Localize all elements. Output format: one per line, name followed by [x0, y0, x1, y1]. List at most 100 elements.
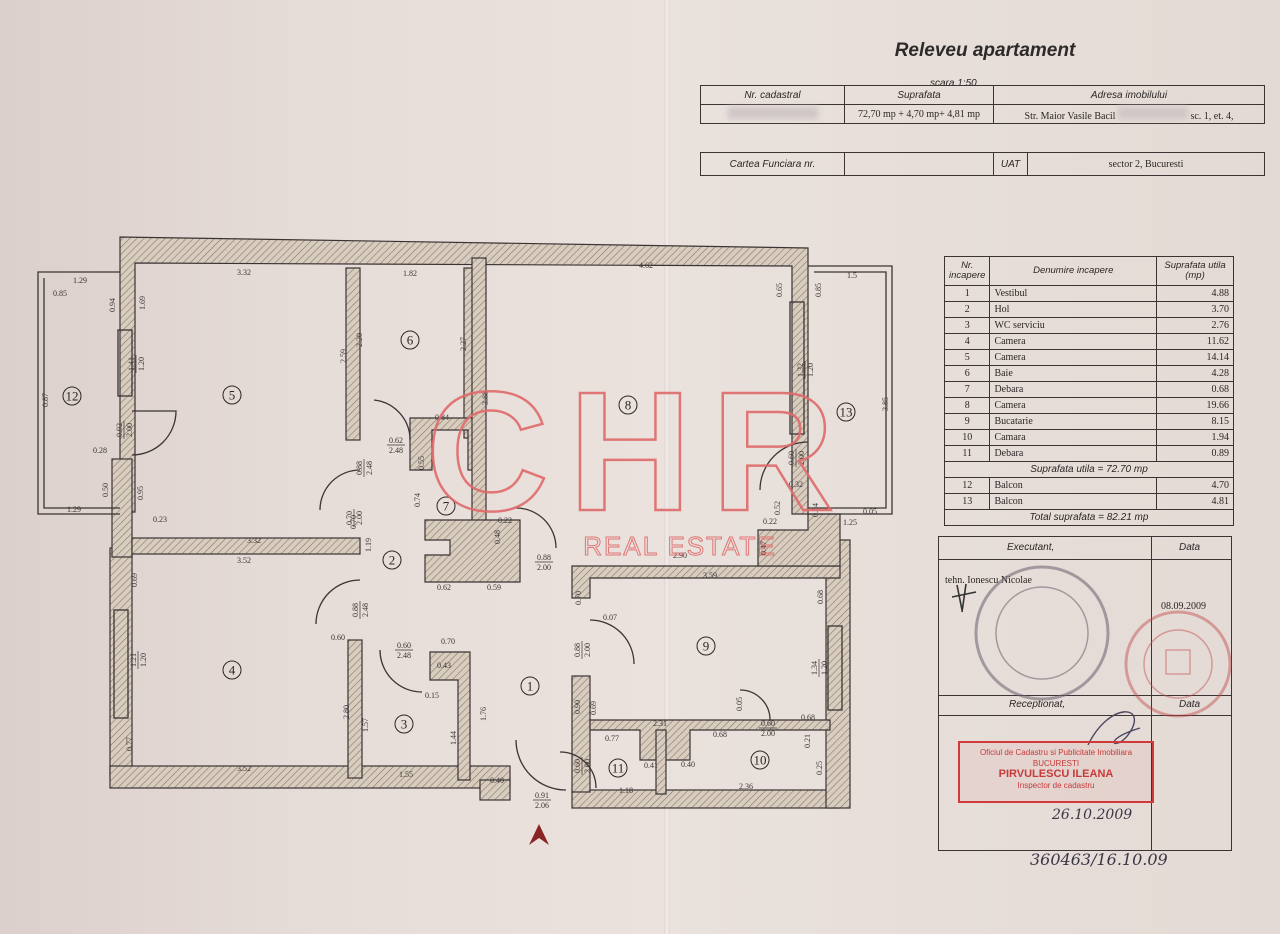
svg-text:3: 3 — [401, 717, 408, 732]
svg-text:2.00: 2.00 — [761, 729, 775, 738]
dimension-label: 0.70 — [574, 591, 583, 605]
carte-funciara-label: Cartea Funciara nr. — [700, 152, 845, 176]
watermark-sub: REAL ESTATE — [583, 531, 776, 560]
svg-text:12: 12 — [66, 389, 79, 404]
door-swing-2 — [319, 469, 361, 511]
dimension-label: 0.77 — [605, 734, 619, 743]
dimension-label: 1.44 — [449, 731, 458, 745]
svg-text:2.00: 2.00 — [583, 759, 592, 773]
dimension-label: 1.25 — [843, 518, 857, 527]
outer-wall-right — [825, 539, 851, 809]
dimension-label: 0.54 — [811, 503, 820, 517]
dimension-label: 0.90 — [573, 700, 582, 714]
rooms-table: Nr. incapere Denumire incapere Suprafata… — [943, 256, 1234, 526]
door-swing-4 — [315, 579, 361, 625]
paper-fold — [664, 0, 670, 934]
dimension-label: 1.29 — [67, 505, 81, 514]
room-area: 0.68 — [1156, 381, 1234, 398]
dimension-label: 0.23 — [153, 515, 167, 524]
room-label-8: 8 — [618, 395, 638, 415]
dimension-label: 0.65 — [775, 283, 784, 297]
door-swing-10 — [739, 689, 771, 721]
dimension-label: 3.85 — [881, 397, 890, 411]
svg-text:1.21: 1.21 — [129, 653, 138, 667]
room-label-11: 11 — [608, 758, 628, 778]
round-stamp-red — [1124, 610, 1232, 718]
door-swing-5 — [131, 410, 177, 456]
room-label-4: 4 — [222, 660, 242, 680]
dimension-label: 0.84 — [435, 413, 449, 422]
svg-text:2: 2 — [389, 553, 396, 568]
dimension-label: 0.60 — [331, 633, 345, 642]
dimension-label: 0.22 — [498, 516, 512, 525]
door-swing-13 — [759, 441, 809, 491]
wall-pantry — [589, 719, 831, 761]
dimension-label: 0.07 — [603, 613, 617, 622]
dimension-label: 0.43 — [437, 661, 451, 670]
door-dimension: 0.882.00 — [535, 553, 553, 572]
dimension-label: 0.68 — [816, 590, 825, 604]
room-label-3: 3 — [394, 714, 414, 734]
dimension-label: 3.32 — [237, 268, 251, 277]
dimension-label: 3.32 — [247, 536, 261, 545]
dimension-label: 3.88 — [481, 391, 490, 405]
svg-text:2.00: 2.00 — [583, 643, 592, 657]
svg-text:2.00: 2.00 — [355, 511, 364, 525]
svg-text:10: 10 — [754, 753, 767, 768]
svg-text:0.60: 0.60 — [397, 641, 411, 650]
balcony-13-outline — [808, 265, 893, 515]
svg-text:2.00: 2.00 — [797, 451, 806, 465]
wall-corridor-top — [131, 537, 361, 555]
dimension-label: 1.57 — [361, 718, 370, 732]
cadastral-header-table: Nr. cadastral Suprafata Adresa imobilulu… — [700, 85, 1265, 124]
dimension-label: 2.90 — [673, 551, 687, 560]
data-label-2: Data — [1179, 699, 1201, 710]
dimension-label: 0.68 — [713, 730, 727, 739]
dimension-label: 2.80 — [342, 705, 351, 719]
dimension-label: 0.70 — [349, 515, 358, 529]
room-label-1: 1 — [520, 676, 540, 696]
wall-wc-right — [429, 651, 471, 781]
dimension-label: 0.59 — [487, 583, 501, 592]
room-nr: 13 — [943, 493, 991, 510]
executant-signature — [951, 583, 977, 613]
signatures-block: Executant, Data tehn. Ionescu Nicolae 08… — [938, 536, 1232, 851]
window-room8 — [789, 301, 805, 435]
svg-text:13: 13 — [840, 405, 853, 420]
svg-text:8: 8 — [625, 398, 632, 413]
window-room4 — [113, 609, 129, 719]
svg-text:0.60: 0.60 — [573, 759, 582, 773]
svg-text:0.62: 0.62 — [389, 436, 403, 445]
dimension-label: 3.52 — [237, 764, 251, 773]
dimension-label: 2.31 — [653, 719, 667, 728]
carte-funciara-table: Cartea Funciara nr. UAT sector 2, Bucure… — [700, 152, 1265, 176]
dimension-label: 0.05 — [735, 697, 744, 711]
svg-text:2.48: 2.48 — [361, 603, 370, 617]
chr-watermark: CHR REAL ESTATE — [425, 356, 836, 560]
svg-text:0.70: 0.70 — [345, 511, 354, 525]
document-title: Releveu apartament — [894, 40, 1076, 61]
svg-text:1: 1 — [527, 679, 534, 694]
svg-text:2.00: 2.00 — [125, 423, 134, 437]
scale-label: scara 1:50 — [930, 78, 977, 89]
svg-text:2.00: 2.00 — [537, 563, 551, 572]
svg-text:9: 9 — [703, 639, 710, 654]
dimension-label: 2.36 — [739, 782, 753, 791]
dimension-label: 0.95 — [136, 486, 145, 500]
svg-text:7: 7 — [443, 499, 450, 514]
svg-text:6: 6 — [407, 333, 414, 348]
carte-funciara-value — [844, 152, 994, 176]
room-label-12: 12 — [62, 386, 82, 406]
door-swing-1 — [515, 739, 567, 791]
door-dimension: 0.622.48 — [387, 436, 405, 455]
total-row: Total suprafata = 82.21 mp — [944, 509, 1234, 526]
dimension-label: 1.76 — [479, 707, 488, 721]
north-arrow-icon — [529, 824, 549, 845]
svg-text:1.32: 1.32 — [796, 363, 805, 377]
executant-date: 08.09.2009 — [1161, 601, 1206, 612]
